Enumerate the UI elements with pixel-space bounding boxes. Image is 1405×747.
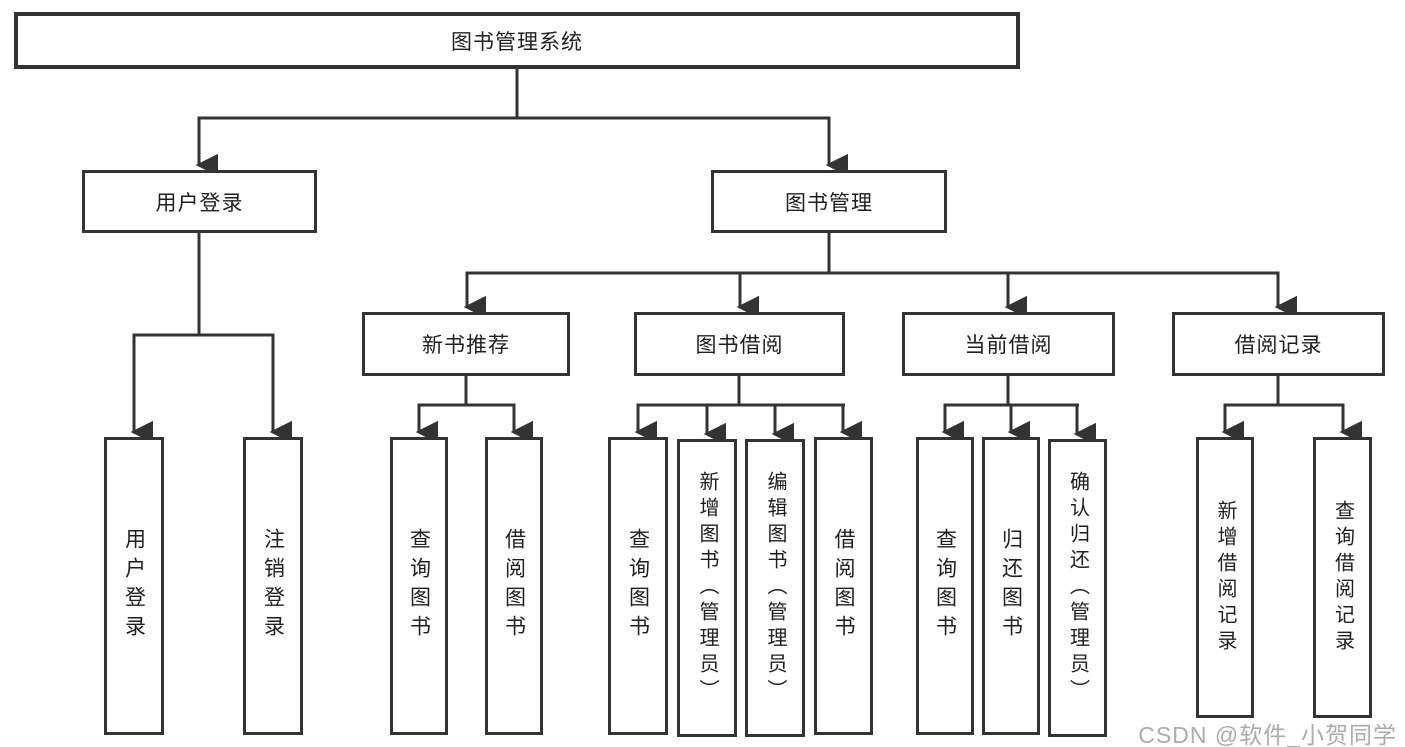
node-current-borrow: 当前借阅 xyxy=(902,312,1115,376)
leaf-return-books: 归还图书 xyxy=(982,437,1040,735)
leaf-user-login-label: 用户登录 xyxy=(122,528,146,644)
leaf-add-books-admin: 新增图书（管理员） xyxy=(677,439,737,737)
leaf-recommend-query-books: 查询图书 xyxy=(390,437,448,735)
node-user-login: 用户登录 xyxy=(82,170,317,233)
leaf-add-books-admin-label: 新增图书（管理员） xyxy=(696,471,718,705)
node-book-management: 图书管理 xyxy=(711,170,947,233)
leaf-confirm-return-admin: 确认归还（管理员） xyxy=(1048,439,1107,737)
leaf-borrow-books: 借阅图书 xyxy=(814,437,873,735)
leaf-return-books-label: 归还图书 xyxy=(999,528,1023,644)
node-new-book-recommend-label: 新书推荐 xyxy=(422,334,510,357)
leaf-edit-books-admin-label: 编辑图书（管理员） xyxy=(764,471,786,705)
leaf-borrow-query-books: 查询图书 xyxy=(608,437,668,735)
leaf-current-query-books: 查询图书 xyxy=(916,437,974,735)
leaf-recommend-query-books-label: 查询图书 xyxy=(407,528,431,644)
leaf-edit-books-admin: 编辑图书（管理员） xyxy=(745,439,805,737)
leaf-logout-label: 注销登录 xyxy=(261,528,285,644)
leaf-add-borrow-record-label: 新增借阅记录 xyxy=(1214,499,1236,656)
node-current-borrow-label: 当前借阅 xyxy=(964,334,1053,357)
node-user-login-label: 用户登录 xyxy=(155,191,244,215)
node-book-borrow: 图书借阅 xyxy=(634,312,845,376)
leaf-recommend-borrow-books: 借阅图书 xyxy=(485,437,543,735)
leaf-current-query-books-label: 查询图书 xyxy=(933,528,957,644)
leaf-borrow-books-label: 借阅图书 xyxy=(832,528,855,644)
node-borrow-records: 借阅记录 xyxy=(1172,312,1385,376)
leaf-query-borrow-record: 查询借阅记录 xyxy=(1313,437,1372,718)
leaf-logout: 注销登录 xyxy=(243,437,303,735)
leaf-user-login: 用户登录 xyxy=(104,437,164,735)
leaf-borrow-query-books-label: 查询图书 xyxy=(626,528,650,644)
node-root: 图书管理系统 xyxy=(14,12,1020,69)
leaf-add-borrow-record: 新增借阅记录 xyxy=(1196,437,1254,718)
leaf-recommend-borrow-books-label: 借阅图书 xyxy=(502,528,526,644)
leaf-confirm-return-admin-label: 确认归还（管理员） xyxy=(1066,471,1089,705)
node-book-borrow-label: 图书借阅 xyxy=(695,334,784,357)
node-new-book-recommend: 新书推荐 xyxy=(362,312,570,376)
node-borrow-records-label: 借阅记录 xyxy=(1234,334,1323,357)
leaf-query-borrow-record-label: 查询借阅记录 xyxy=(1331,499,1354,656)
watermark: CSDN @软件_小贺同学 xyxy=(1138,722,1397,747)
node-book-management-label: 图书管理 xyxy=(785,191,873,215)
node-root-label: 图书管理系统 xyxy=(451,30,583,54)
